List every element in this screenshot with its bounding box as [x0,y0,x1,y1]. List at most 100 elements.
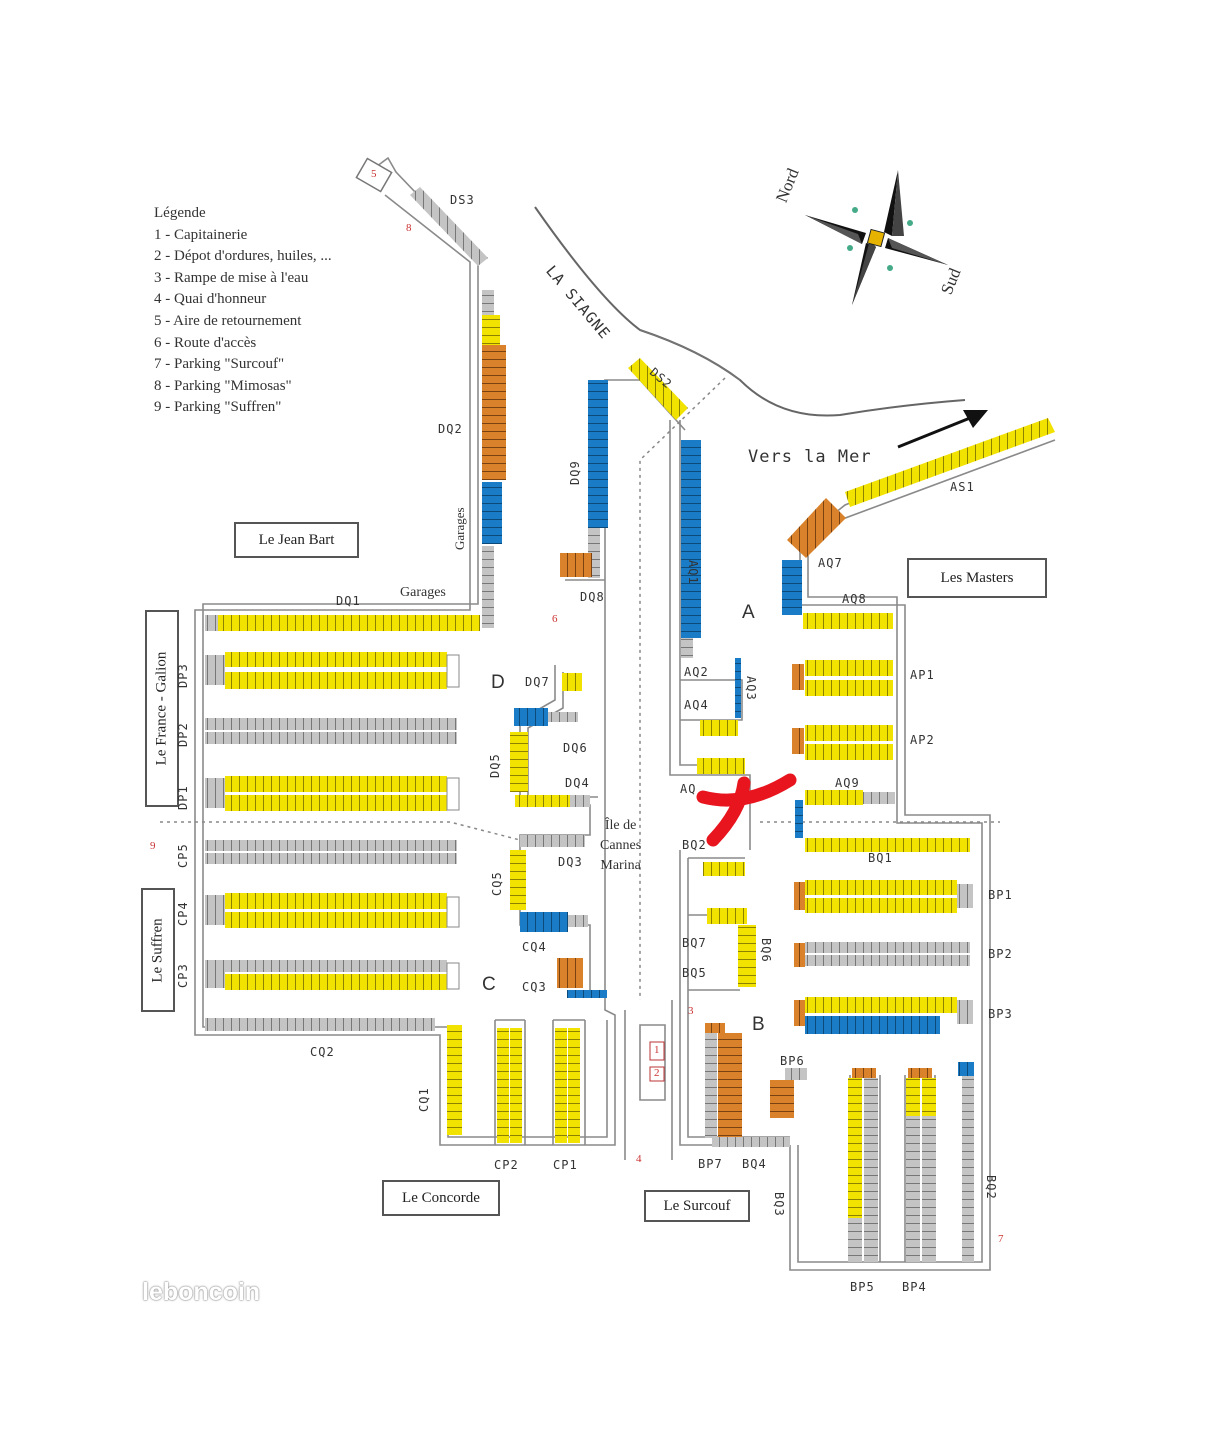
waste-depot-marker [649,1066,665,1082]
pontoon-aq9 [805,790,863,805]
building-jean-bart-label: Le Jean Bart [258,531,335,548]
pontoon-bp3-yellow [805,997,957,1013]
pontoon-label-bq8: BQ7 [682,936,707,950]
legend-item: 4 - Quai d'honneur [154,291,267,308]
pontoon-bq1 [805,838,970,852]
pontoon-dq2-yellow [482,315,500,345]
pontoon-label-cp1: CP1 [553,1158,578,1172]
pontoon-cq2 [205,1018,435,1031]
pontoon-aq7 [787,498,846,558]
pontoon-dq6-grey [548,712,578,722]
pontoon-label-aq9: AQ9 [835,776,860,790]
pontoon-label-as1: AS1 [950,480,975,494]
pontoon-cp2-b [510,1028,522,1143]
pontoon-label-cq3: CQ3 [522,980,547,994]
pontoon-bp7-grey [705,1028,717,1138]
pontoon-label-cq1: CQ1 [417,1087,431,1112]
pontoon-dp1-b [225,795,447,811]
pontoon-label-bp5: BP5 [850,1280,875,1294]
pontoon-bq2 [703,862,745,876]
river-bank-inner [639,329,741,381]
pontoon-bp4-grey-b [922,1116,936,1262]
pontoon-cp3-b [225,960,447,972]
building-surcouf: Le Surcouf [644,1190,750,1222]
marker-9: 9 [150,840,156,852]
pontoon-as1 [845,418,1055,507]
building-concorde: Le Concorde [382,1180,500,1216]
pontoon-bp5-grey-b [864,1078,878,1262]
legend-item: 2 - Dépot d'ordures, huiles, ... [154,248,332,265]
zone-a-label: A [742,602,755,623]
pontoon-bp4-yellow-b [922,1078,936,1116]
pontoon-aq5 [697,758,745,774]
pontoon-label-cq5: CQ5 [490,871,504,896]
red-cross-mark-icon [696,773,797,847]
pontoon-aq4 [700,720,738,736]
legend-item: 3 - Rampe de mise à l'eau [154,269,309,286]
pontoon-label-aq1: AQ1 [686,560,700,585]
island-label-line: Cannes [600,838,642,853]
marker-2: 2 [654,1067,660,1079]
pontoon-dq2-grey-bottom [482,546,494,628]
marker-4: 4 [636,1153,642,1165]
pontoon-bp4-orange [908,1068,932,1078]
pontoon-dp1-a [225,776,447,792]
pontoon-dq8 [560,553,592,577]
pontoon-label-bq6: BQ6 [759,938,773,963]
building-france-galion-label: Le France - Galion [153,651,170,766]
sea-arrow-head-icon [963,410,988,428]
pontoon-ap1-b [805,680,893,696]
pontoon-bs2-grey [962,1076,974,1262]
watermark-logo: leboncoin [142,1278,261,1306]
pontoon-quai-honneur [795,800,803,838]
pontoon-label-dq3: DQ3 [558,855,583,869]
legend: Légende 1 - Capitainerie 2 - Dépot d'ord… [154,203,332,419]
pontoon-dp3-b [225,672,447,689]
pontoon-label-bp7: BP7 [698,1157,723,1171]
pontoon-bp3-blue [805,1016,940,1034]
pontoon-label-bp2: BP2 [988,947,1013,961]
pontoon-label-bp4: BP4 [902,1280,927,1294]
pontoon-label-bp1: BP1 [988,888,1013,902]
pontoon-ds3 [410,187,488,266]
pontoon-aq1 [681,440,701,638]
pontoon-dq4-grey [570,795,590,807]
pontoon-label-dq9: DQ9 [568,460,582,485]
garages-vertical-label: Garages [452,507,467,550]
pontoon-label-cp2: CP2 [494,1158,519,1172]
pontoon-bp5-yellow [848,1078,862,1218]
legend-item: 8 - Parking "Mimosas" [154,377,292,394]
pontoon-label-dq1: DQ1 [336,594,361,608]
sea-direction-label: Vers la Mer [748,447,872,467]
pontoon-dq7 [562,673,582,691]
pontoon-dq2-orange [482,345,506,480]
pontoon-label-dq4: DQ4 [565,776,590,790]
pontoon-dq5 [510,732,528,792]
island-label-line: Marina [600,858,641,873]
pontoon-aq8 [803,613,893,629]
pontoon-ap2-a [805,725,893,741]
pontoon-label-bp6: BP6 [780,1054,805,1068]
pontoon-ds2 [628,358,688,420]
pontoon-bp1-b [805,898,957,913]
pontoon-label-dq7: DQ7 [525,675,550,689]
pontoon-dq9 [588,380,608,528]
pontoon-bp1-a [805,880,957,895]
marker-5: 5 [371,168,377,180]
pontoon-label-aq5: AQ [680,782,697,796]
building-surcouf-label: Le Surcouf [663,1197,731,1214]
pontoon-label-dq2: DQ2 [438,422,463,436]
pontoon-ap2-b [805,744,893,760]
pontoon-cp2-a [497,1028,509,1143]
pontoon-bq8 [707,908,747,924]
pontoon-dq2-grey-top [482,290,494,315]
pontoon-dq1 [218,615,480,631]
pontoon-cp1-b [568,1028,580,1143]
pontoon-label-aq8: AQ8 [842,592,867,606]
legend-item: 7 - Parking "Surcouf" [154,356,285,373]
pontoon-label-dp3: DP3 [176,663,190,688]
pontoon-label-cp4: CP4 [176,901,190,926]
garages-horizontal-label: Garages [400,585,446,600]
pontoon-label-dp2: DP2 [176,722,190,747]
